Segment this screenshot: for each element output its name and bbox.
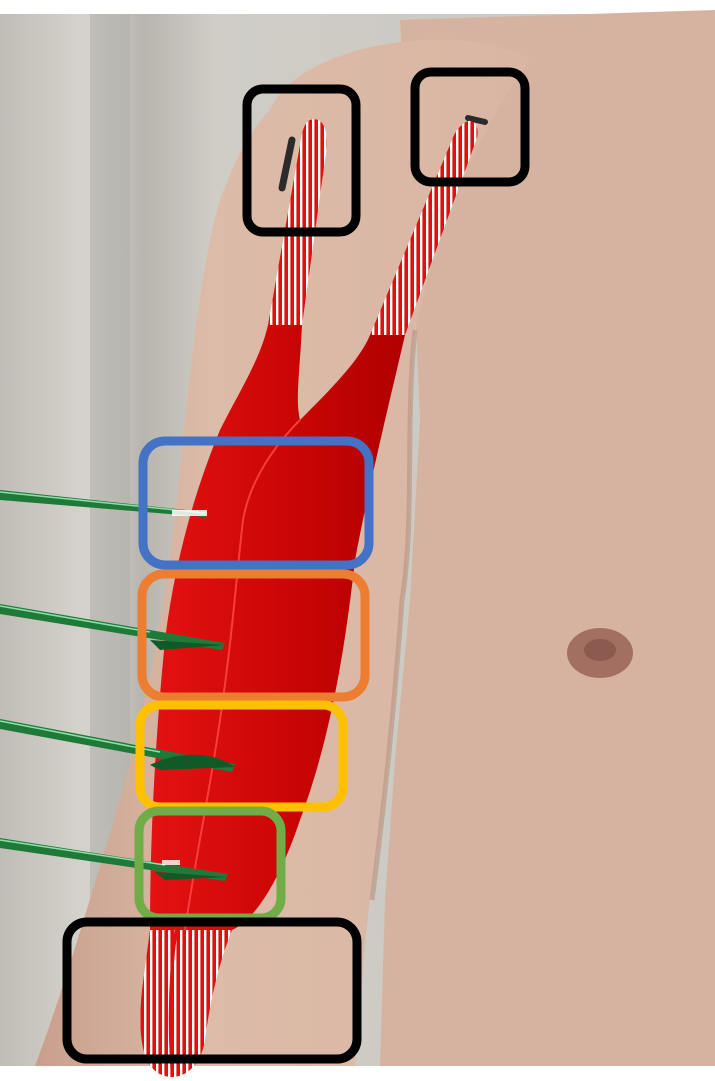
photo-border-bottom	[0, 1066, 715, 1081]
nipple-center	[584, 639, 616, 661]
photo-border	[0, 0, 715, 14]
